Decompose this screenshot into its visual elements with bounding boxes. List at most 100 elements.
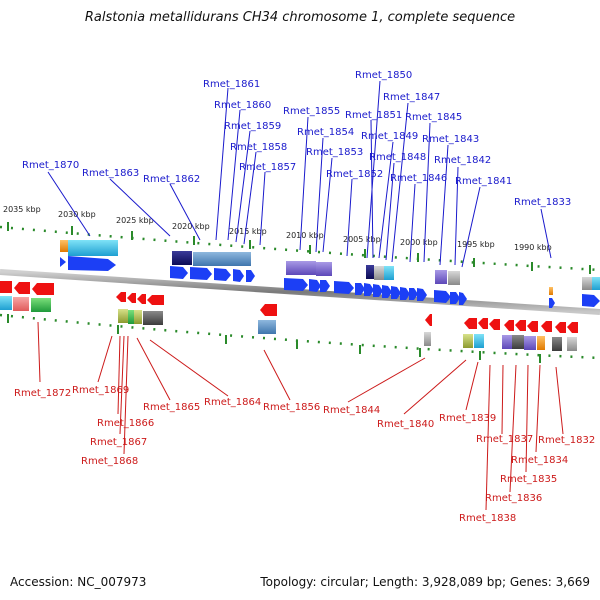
gene-block[interactable]	[582, 277, 592, 290]
gene-label[interactable]: Rmet_1850	[355, 70, 412, 81]
gene-label[interactable]: Rmet_1872	[14, 388, 71, 399]
gene-block[interactable]	[435, 270, 447, 284]
gene-label[interactable]: Rmet_1867	[90, 437, 147, 448]
gene-label[interactable]: Rmet_1844	[323, 405, 380, 416]
forward-gene-arrow[interactable]	[417, 288, 427, 301]
forward-gene-arrow[interactable]	[309, 279, 321, 292]
gene-block[interactable]	[172, 251, 192, 265]
gene-label[interactable]: Rmet_1835	[500, 474, 557, 485]
gene-block[interactable]	[316, 262, 332, 276]
gene-label[interactable]: Rmet_1860	[214, 100, 271, 111]
gene-block[interactable]	[474, 334, 484, 348]
gene-block[interactable]	[502, 335, 512, 349]
gene-label[interactable]: Rmet_1870	[22, 160, 79, 171]
gene-block[interactable]	[592, 277, 600, 290]
gene-block[interactable]	[512, 335, 524, 349]
gene-label[interactable]: Rmet_1840	[377, 419, 434, 430]
reverse-gene-arrow[interactable]	[116, 292, 126, 302]
reverse-gene-arrow[interactable]	[489, 319, 500, 330]
gene-block[interactable]	[13, 297, 29, 311]
gene-block[interactable]	[384, 266, 394, 280]
gene-block[interactable]	[286, 261, 316, 275]
gene-label[interactable]: Rmet_1859	[224, 121, 281, 132]
gene-block[interactable]	[118, 309, 128, 323]
reverse-gene-arrow[interactable]	[504, 320, 514, 331]
forward-gene-arrow[interactable]	[434, 290, 451, 303]
forward-gene-arrow[interactable]	[60, 257, 66, 267]
gene-block[interactable]	[463, 334, 473, 348]
reverse-gene-arrow[interactable]	[567, 322, 578, 333]
gene-label[interactable]: Rmet_1858	[230, 142, 287, 153]
forward-gene-arrow[interactable]	[450, 292, 460, 304]
gene-label[interactable]: Rmet_1856	[263, 402, 320, 413]
reverse-gene-arrow[interactable]	[32, 283, 54, 295]
reverse-gene-arrow[interactable]	[14, 282, 30, 294]
gene-label[interactable]: Rmet_1837	[476, 434, 533, 445]
forward-gene-arrow[interactable]	[382, 285, 392, 298]
gene-block[interactable]	[524, 336, 536, 350]
gene-label[interactable]: Rmet_1869	[72, 385, 129, 396]
gene-label[interactable]: Rmet_1841	[455, 176, 512, 187]
forward-gene-arrow[interactable]	[355, 283, 365, 295]
gene-label[interactable]: Rmet_1833	[514, 197, 571, 208]
gene-label[interactable]: Rmet_1846	[390, 173, 447, 184]
forward-gene-arrow[interactable]	[409, 288, 418, 300]
gene-label[interactable]: Rmet_1843	[422, 134, 479, 145]
gene-block[interactable]	[0, 296, 12, 310]
gene-block[interactable]	[448, 271, 460, 285]
reverse-gene-arrow[interactable]	[147, 295, 164, 305]
reverse-gene-arrow[interactable]	[541, 321, 552, 332]
gene-label[interactable]: Rmet_1865	[143, 402, 200, 413]
gene-block[interactable]	[143, 311, 163, 325]
gene-block[interactable]	[134, 310, 142, 324]
forward-gene-arrow[interactable]	[190, 267, 212, 280]
gene-block[interactable]	[128, 310, 134, 324]
forward-gene-arrow[interactable]	[233, 269, 244, 282]
gene-block[interactable]	[374, 266, 384, 280]
gene-label[interactable]: Rmet_1848	[369, 152, 426, 163]
reverse-gene-arrow[interactable]	[0, 281, 12, 293]
gene-label[interactable]: Rmet_1854	[297, 127, 354, 138]
gene-label[interactable]: Rmet_1866	[97, 418, 154, 429]
gene-block[interactable]	[567, 337, 577, 351]
reverse-gene-arrow[interactable]	[515, 320, 526, 331]
gene-label[interactable]: Rmet_1847	[383, 92, 440, 103]
reverse-gene-arrow[interactable]	[127, 293, 136, 303]
gene-label[interactable]: Rmet_1832	[538, 435, 595, 446]
gene-block[interactable]	[258, 320, 276, 334]
gene-label[interactable]: Rmet_1868	[81, 456, 138, 467]
gene-label[interactable]: Rmet_1863	[82, 168, 139, 179]
forward-gene-arrow[interactable]	[582, 294, 600, 307]
forward-gene-arrow[interactable]	[246, 270, 255, 282]
gene-label[interactable]: Rmet_1849	[361, 131, 418, 142]
reverse-gene-arrow[interactable]	[260, 304, 277, 316]
gene-label[interactable]: Rmet_1857	[239, 162, 296, 173]
gene-label[interactable]: Rmet_1845	[405, 112, 462, 123]
reverse-gene-arrow[interactable]	[464, 318, 477, 329]
forward-gene-arrow[interactable]	[320, 280, 330, 292]
gene-label[interactable]: Rmet_1852	[326, 169, 383, 180]
reverse-gene-arrow[interactable]	[527, 321, 538, 332]
reverse-gene-arrow[interactable]	[555, 322, 566, 333]
gene-label[interactable]: Rmet_1839	[439, 413, 496, 424]
gene-label[interactable]: Rmet_1834	[511, 455, 568, 466]
gene-label[interactable]: Rmet_1855	[283, 106, 340, 117]
gene-label[interactable]: Rmet_1851	[345, 110, 402, 121]
forward-gene-arrow[interactable]	[364, 283, 374, 296]
gene-label[interactable]: Rmet_1864	[204, 397, 261, 408]
reverse-gene-arrow[interactable]	[478, 318, 488, 329]
forward-gene-arrow[interactable]	[459, 292, 467, 305]
forward-gene-arrow[interactable]	[373, 284, 383, 297]
gene-block[interactable]	[31, 298, 51, 312]
forward-gene-arrow[interactable]	[284, 278, 308, 291]
forward-gene-arrow[interactable]	[170, 266, 188, 279]
gene-block[interactable]	[193, 252, 251, 266]
forward-gene-arrow[interactable]	[549, 298, 555, 308]
gene-block[interactable]	[549, 287, 553, 295]
forward-gene-arrow[interactable]	[214, 268, 231, 281]
gene-label[interactable]: Rmet_1862	[143, 174, 200, 185]
forward-gene-arrow[interactable]	[391, 286, 401, 299]
forward-gene-arrow[interactable]	[400, 287, 410, 300]
gene-label[interactable]: Rmet_1853	[306, 147, 363, 158]
gene-block[interactable]	[424, 332, 431, 346]
